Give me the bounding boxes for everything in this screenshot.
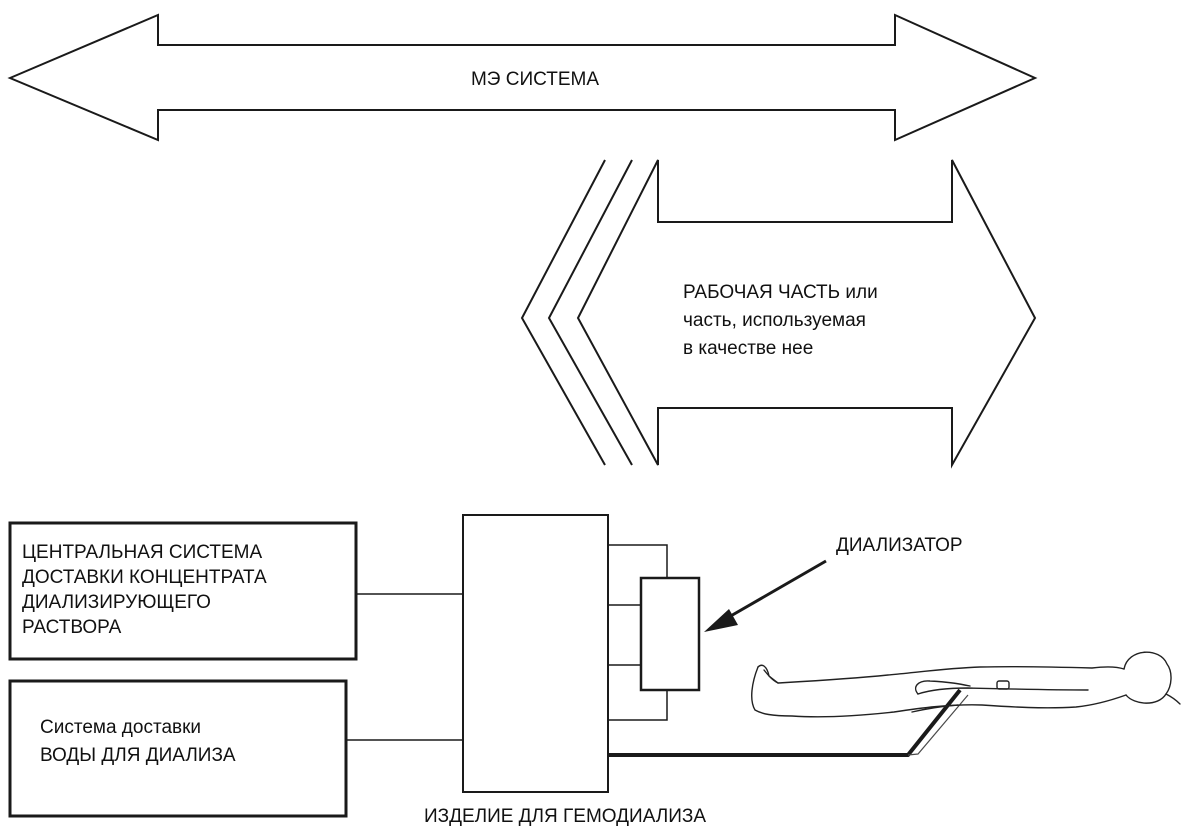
dialyzer-box xyxy=(639,576,701,692)
water-delivery-line-2: ВОДЫ ДЛЯ ДИАЛИЗА xyxy=(40,745,236,766)
dialyzer-pointer-arrowhead xyxy=(704,609,738,632)
blood-line-branch xyxy=(907,694,969,756)
me-system-arrow xyxy=(7,13,1038,142)
patient-figure xyxy=(751,651,1181,718)
water-delivery-line-1: Система доставки xyxy=(40,717,201,738)
applied-part-label-line-1: РАБОЧАЯ ЧАСТЬ или xyxy=(683,282,878,303)
me-system-label: МЭ СИСТЕМА xyxy=(471,69,599,90)
blood-line xyxy=(608,688,962,757)
chevron-middle xyxy=(547,159,633,466)
dialyzer-pointer-line xyxy=(721,559,827,623)
central-delivery-line-2: ДОСТАВКИ КОНЦЕНТРАТА xyxy=(22,567,267,588)
hemodialysis-device-box xyxy=(462,514,609,793)
central-delivery-line-4: РАСТВОРА xyxy=(22,617,122,638)
dialyzer-label: ДИАЛИЗАТОР xyxy=(836,535,963,556)
hemodialysis-device-label: ИЗДЕЛИЕ ДЛЯ ГЕМОДИАЛИЗА xyxy=(424,806,706,827)
applied-part-arrow xyxy=(576,159,1037,469)
central-delivery-box xyxy=(8,521,358,661)
water-delivery-box xyxy=(8,679,348,818)
chevron-back xyxy=(520,159,606,466)
dialyzer-tube-top xyxy=(608,544,668,578)
central-delivery-line-3: ДИАЛИЗИРУЮЩЕГО xyxy=(22,592,211,613)
dialyzer-tube-bottom xyxy=(608,690,668,721)
applied-part-label-line-2: часть, используемая xyxy=(683,310,866,331)
applied-part-label-line-3: в качестве нее xyxy=(683,338,813,359)
central-delivery-line-1: ЦЕНТРАЛЬНАЯ СИСТЕМА xyxy=(22,542,262,563)
